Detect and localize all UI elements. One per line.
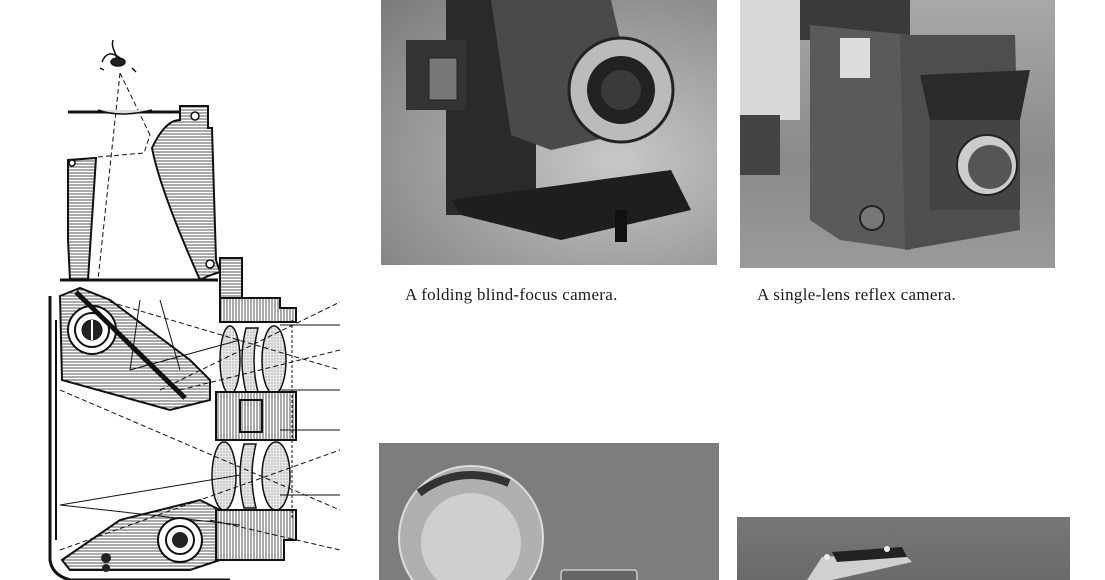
flash-reflector-photo <box>379 443 719 580</box>
tlr-cross-section-diagram <box>40 40 340 580</box>
eye-icon <box>99 40 137 73</box>
slr-camera-caption: A single-lens reflex camera. <box>757 285 957 304</box>
folding-camera-photo <box>381 0 717 265</box>
slr-camera-photo <box>740 0 1055 268</box>
bottom-right-camera-photo <box>737 517 1070 580</box>
folding-camera-caption: A folding blind-focus camera. <box>405 285 618 304</box>
